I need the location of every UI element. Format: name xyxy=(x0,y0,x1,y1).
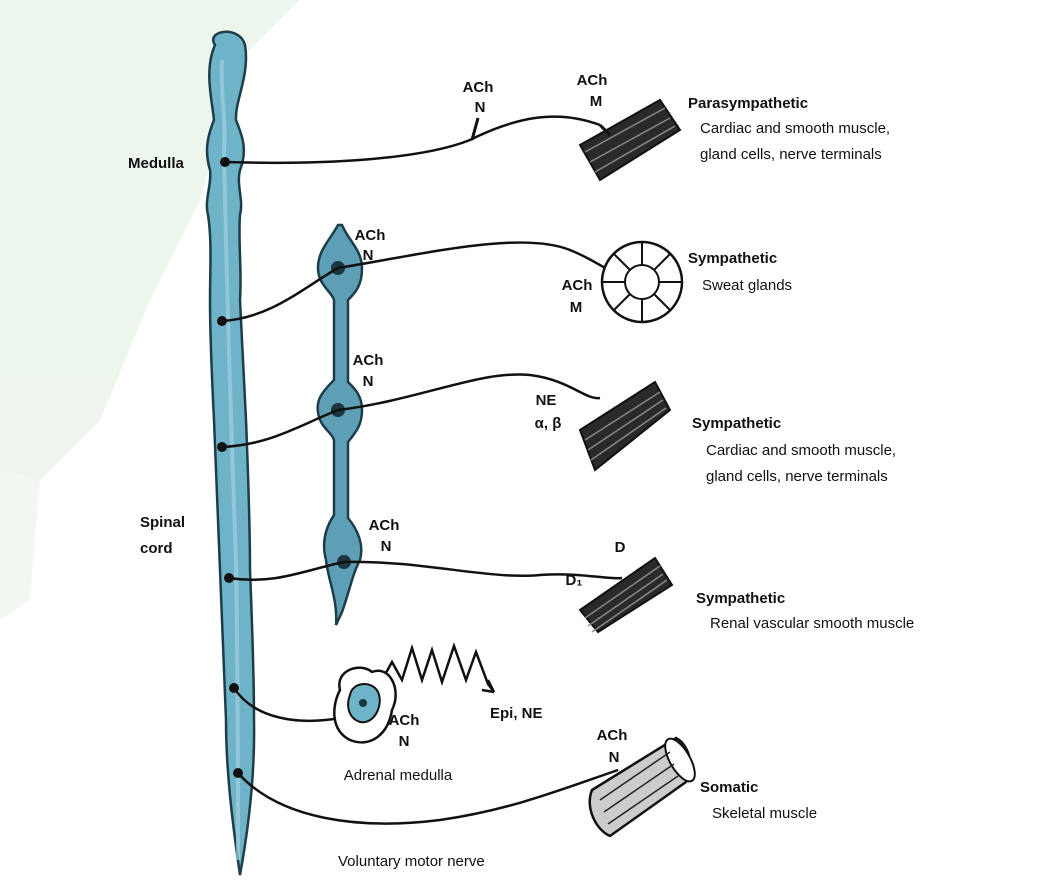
adrenal-output-label: Epi, NE xyxy=(490,705,543,722)
target-label-line1: Renal vascular smooth muscle xyxy=(710,615,914,632)
effector-nt-label: ACh xyxy=(577,72,608,89)
sweat-gland xyxy=(602,242,682,322)
nerve-fibres xyxy=(222,117,622,824)
somatic-nt-label: ACh xyxy=(597,727,628,744)
target-label-line2: gland cells, nerve terminals xyxy=(700,146,882,163)
sympathetic-effector-muscle xyxy=(580,382,670,470)
target-label-line2: gland cells, nerve terminals xyxy=(706,468,888,485)
ganglion-nt-label: ACh xyxy=(355,227,386,244)
ganglion-nt-label: ACh xyxy=(463,79,494,96)
effector-receptor-label: M xyxy=(570,299,583,316)
renal-vascular-muscle xyxy=(580,558,672,632)
spinal-cord-label-line1: Spinal xyxy=(140,514,185,531)
target-label-line1: Sweat glands xyxy=(702,277,792,294)
ganglion-receptor-label: N xyxy=(475,99,486,116)
system-label: Sympathetic xyxy=(688,250,777,267)
system-label: Parasympathetic xyxy=(688,95,808,112)
somatic-receptor-label: N xyxy=(609,749,620,766)
adrenal-receptor-label: N xyxy=(399,733,410,750)
ganglion-nt-label: ACh xyxy=(369,517,400,534)
spinal-cord xyxy=(207,32,254,875)
adrenal-medulla-label: Adrenal medulla xyxy=(344,767,453,784)
skeletal-muscle xyxy=(590,734,701,836)
effector-nt-label: NE xyxy=(536,392,557,409)
target-label-line1: Cardiac and smooth muscle, xyxy=(700,120,890,137)
adrenal-medulla-gland xyxy=(334,668,395,743)
effector-receptor-label: D₁ xyxy=(565,572,582,589)
effector-nt-label: D xyxy=(615,539,626,556)
adrenal-nt-label: ACh xyxy=(389,712,420,729)
pathway-parasympathetic: ACh N ACh M Parasympathetic Cardiac and … xyxy=(463,72,891,163)
medulla-label: Medulla xyxy=(128,155,184,172)
pathway-sympathetic-sweat: ACh N ACh M Sympathetic Sweat glands xyxy=(355,227,792,316)
ganglion-receptor-label: N xyxy=(363,247,374,264)
spinal-cord-label-line2: cord xyxy=(140,540,173,557)
ganglion-receptor-label: N xyxy=(381,538,392,555)
target-label-line1: Cardiac and smooth muscle, xyxy=(706,442,896,459)
effector-receptor-label: α, β xyxy=(535,415,562,432)
sympathetic-chain xyxy=(318,225,362,625)
voluntary-motor-nerve-label: Voluntary motor nerve xyxy=(338,853,485,870)
system-label: Sympathetic xyxy=(696,590,785,607)
system-label: Sympathetic xyxy=(692,415,781,432)
ganglion-nt-label: ACh xyxy=(353,352,384,369)
somatic-system-label: Somatic xyxy=(700,779,758,796)
effector-nt-label: ACh xyxy=(562,277,593,294)
ganglion-receptor-label: N xyxy=(363,373,374,390)
somatic-target-label: Skeletal muscle xyxy=(712,805,817,822)
somatic-labels: ACh N Somatic Skeletal muscle Voluntary … xyxy=(338,727,817,870)
effector-receptor-label: M xyxy=(590,93,603,110)
parasympathetic-effector-muscle xyxy=(580,100,680,180)
